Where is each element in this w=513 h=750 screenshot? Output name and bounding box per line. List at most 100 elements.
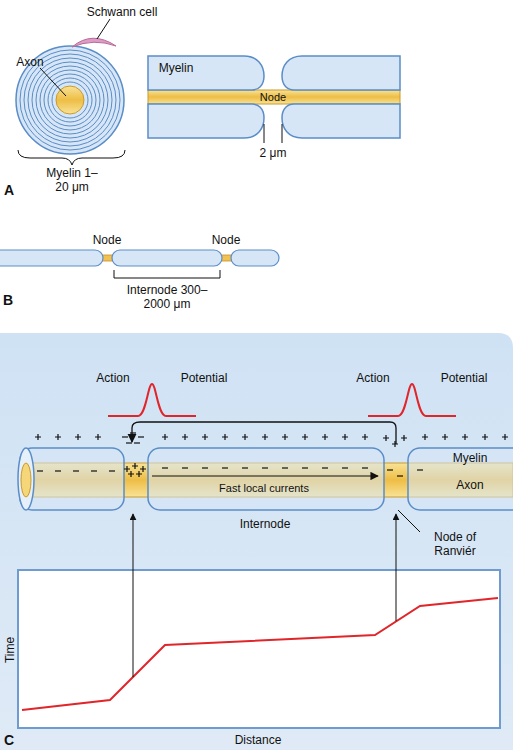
positive-charge [342,434,348,440]
dimension-label: 2 μm [260,146,287,160]
myelin-lobe [282,104,400,138]
negative-charge [134,442,140,443]
negative-charge [55,470,61,471]
part-label: Node [212,233,241,247]
myelin-segment [20,448,124,510]
signal-label: Action [356,371,389,385]
signal-label: Potential [181,371,228,385]
positive-charge [95,434,101,440]
graph-frame [18,570,500,728]
axis-title: Distance [235,733,282,747]
myelin-segment [112,250,222,266]
schwann-cell [72,38,116,47]
panel-letter: C [4,733,14,747]
pointer-arrow [396,514,397,621]
negative-charge [138,436,144,437]
myelin-segment [408,448,513,510]
signal-label: Action [96,371,129,385]
positive-charge [262,434,268,440]
positive-charge [502,434,508,440]
part-label: Node [93,233,122,247]
axon-end [21,463,31,497]
dimension-label: Myelin 1–20 μm [42,166,102,194]
negative-charge [162,467,168,468]
positive-charge [362,434,368,440]
current-arrow [132,422,396,444]
dimension-tick [282,124,283,143]
positive-charge [75,434,81,440]
dimension-label: Internode 300–2000 μm [125,283,210,311]
negative-charge [122,436,128,437]
positive-charge [128,471,134,477]
dimension-bracket [114,270,220,278]
part-label: Node of Ranviér [420,530,490,558]
negative-charge [91,470,97,471]
negative-charge [282,467,288,468]
negative-charge [342,467,348,468]
positive-charge [182,434,188,440]
negative-charge [37,470,43,471]
negative-charge [222,467,228,468]
negative-charge [182,467,188,468]
conduction-trace [22,598,498,710]
negative-charge [262,467,268,468]
negative-charge [302,467,308,468]
myelin-lobe [148,104,264,138]
positive-charge [140,466,146,472]
negative-charge [322,467,328,468]
negative-charge [73,470,79,471]
dimension-brace [18,150,125,165]
part-label: Myelin [453,451,488,465]
positive-charge [132,463,138,469]
signal-label: Potential [441,371,488,385]
positive-charge [442,434,448,440]
positive-charge [136,471,142,477]
negative-charge [126,442,132,443]
panel-background [0,333,513,750]
positive-charge [401,435,407,441]
axon [148,90,400,104]
negative-charge [417,469,423,470]
positive-charge [422,434,428,440]
positive-charge [462,434,468,440]
positive-charge [55,434,61,440]
part-label: Myelin [159,61,194,75]
positive-charge [282,434,288,440]
current-arrow [152,475,378,476]
positive-charge [35,434,41,440]
part-label: Axon [456,478,483,492]
dimension-tick [264,124,265,143]
positive-charge [124,466,130,472]
negative-charge [397,475,403,476]
myelin-segment [231,250,279,266]
action-potential-trace [108,384,196,416]
part-label: Internode [240,517,291,531]
negative-charge [130,432,136,433]
axis-title: Time [3,637,17,663]
negative-charge [242,467,248,468]
pointer-arrow [133,514,134,677]
myelin-end [18,448,34,510]
positive-charge [392,441,398,447]
myelin-lobe [148,56,264,90]
leader-line [398,510,420,532]
leader-line [40,68,66,96]
positive-charge [242,434,248,440]
leader-line [97,19,110,39]
negative-charge [202,467,208,468]
positive-charge [482,434,488,440]
myelin-segment [0,250,103,266]
part-label: Axon [16,55,43,69]
part-label: Node [260,90,286,104]
positive-charge [202,434,208,440]
panel-letter: B [3,293,13,307]
part-label: Schwann cell [87,5,158,19]
current-label: Fast local currents [219,481,309,495]
negative-charge [387,469,393,470]
positive-charge [322,434,328,440]
positive-charge [162,434,168,440]
negative-charge [109,470,115,471]
positive-charge [222,434,228,440]
action-potential-trace [368,384,456,416]
negative-charge [362,467,368,468]
